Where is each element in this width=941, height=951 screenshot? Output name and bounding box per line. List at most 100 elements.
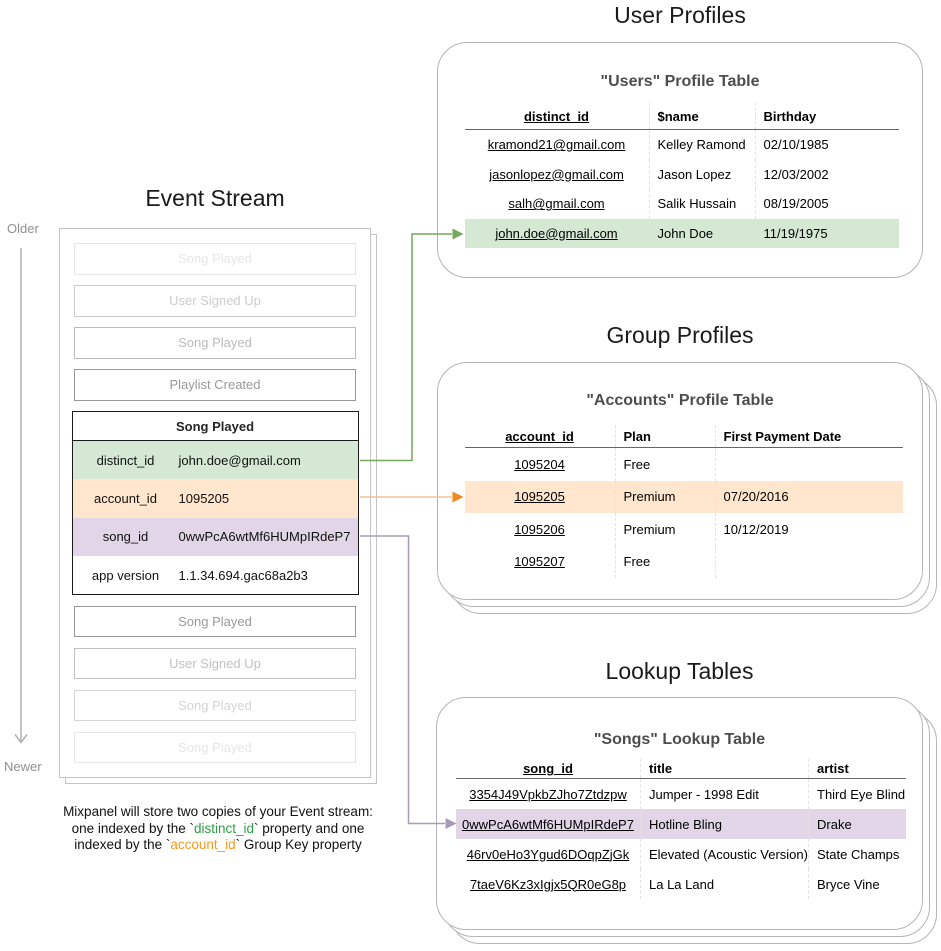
property-value: john.doe@gmail.com	[178, 452, 301, 468]
card-title: "Accounts" Profile Table	[586, 392, 774, 409]
table-cell: Salik Hussain	[648, 189, 755, 219]
table-cell: Drake	[808, 809, 906, 839]
table-cell: Third Eye Blind	[808, 779, 906, 809]
table-cell: 1095207	[514, 554, 565, 570]
timeline-arrowhead-icon	[14, 734, 28, 744]
event-box: Playlist Created	[74, 369, 356, 401]
property-key: app version	[91, 567, 160, 583]
table-cell: Free	[614, 448, 715, 481]
table-row: jasonlopez@gmail.com Jason Lopez 12/03/2…	[465, 159, 899, 189]
property-key: account_id	[94, 490, 157, 506]
column-header: distinct_id	[523, 108, 589, 124]
table-row-highlighted: 1095205 Premium 07/20/2016	[464, 480, 903, 513]
event-stream-container: Song Played User Signed Up Song Played P…	[59, 228, 371, 778]
event-name: Song Played	[72, 412, 358, 441]
table-cell: Bryce Vine	[808, 869, 906, 899]
table-cell	[714, 545, 903, 578]
older-label: Older	[7, 221, 39, 236]
table-cell: Elevated (Acoustic Version)	[640, 839, 808, 869]
table-cell: 46rv0eHo3Ygud6DOqpZjGk	[466, 846, 630, 862]
column-header: Plan	[614, 425, 715, 447]
column-header: Birthday	[754, 103, 899, 129]
table-cell: jasonlopez@gmail.com	[489, 166, 624, 182]
section-title-event-stream: Event Stream	[145, 185, 285, 211]
table-cell: Jumper - 1998 Edit	[640, 779, 808, 809]
users-profile-card: "Users" Profile Table distinct_id $name …	[437, 42, 923, 278]
table-row-highlighted: john.doe@gmail.com John Doe 11/19/1975	[464, 218, 899, 248]
footnote: Mixpanel will store two copies of your E…	[36, 804, 400, 854]
table-cell: 1095206	[514, 521, 565, 537]
table-cell: La La Land	[640, 869, 808, 899]
property-key: song_id	[102, 529, 149, 545]
songs-table: song_id title artist 3354J49VpkbZJho7Ztd…	[456, 759, 906, 899]
column-header: artist	[808, 759, 906, 778]
table-row: 1095206 Premium 10/12/2019	[465, 513, 903, 546]
event-box: Song Played	[74, 327, 356, 359]
event-box: Song Played	[74, 605, 356, 638]
section-title-lookup-tables: Lookup Tables	[605, 658, 754, 684]
property-value: 0wwPcA6wtMf6HUMpIRdeP7	[178, 529, 351, 545]
table-row: 7taeV6Kz3xIgjx5QR0eG8p La La Land Bryce …	[456, 869, 906, 899]
table-header-row: distinct_id $name Birthday	[464, 103, 899, 130]
table-cell: 07/20/2016	[714, 480, 903, 513]
event-box: User Signed Up	[74, 647, 356, 680]
event-box: Song Played	[74, 731, 356, 764]
table-row: 46rv0eHo3Ygud6DOqpZjGk Elevated (Acousti…	[456, 839, 906, 869]
table-cell	[714, 448, 903, 481]
expanded-event-card: Song Played distinct_id john.doe@gmail.c…	[71, 411, 359, 596]
table-row: 1095204 Free	[465, 448, 903, 481]
table-cell: 1095204	[514, 456, 565, 472]
songs-lookup-card: "Songs" Lookup Table song_id title artis…	[436, 697, 923, 930]
table-cell: 0wwPcA6wtMf6HUMpIRdeP7	[462, 816, 634, 832]
table-cell: 08/19/2005	[754, 189, 899, 219]
table-cell: Kelley Ramond	[648, 130, 755, 160]
newer-label: Newer	[4, 759, 42, 774]
event-property-row: song_id 0wwPcA6wtMf6HUMpIRdeP7	[72, 517, 358, 556]
event-property-row: account_id 1095205	[72, 479, 358, 518]
table-cell: Premium	[614, 480, 715, 513]
footnote-line: Mixpanel will store two copies of your E…	[63, 804, 373, 819]
table-cell: 3354J49VpkbZJho7Ztdzpw	[469, 786, 627, 802]
column-header: song_id	[523, 761, 573, 776]
table-cell: john.doe@gmail.com	[495, 225, 618, 241]
event-box: User Signed Up	[74, 285, 356, 317]
footnote-line: one indexed by the `distinct_id` propert…	[71, 820, 365, 836]
event-property-row: distinct_id john.doe@gmail.com	[72, 441, 358, 480]
table-row-highlighted: 0wwPcA6wtMf6HUMpIRdeP7 Hotline Bling Dra…	[456, 809, 906, 839]
section-title-user-profiles: User Profiles	[614, 2, 746, 28]
table-cell: 02/10/1985	[754, 130, 899, 160]
table-header-row: song_id title artist	[456, 759, 906, 779]
card-title: "Users" Profile Table	[600, 73, 760, 90]
account-id-keyword: account_id	[170, 837, 236, 852]
column-header: First Payment Date	[714, 425, 903, 447]
table-cell: salh@gmail.com	[508, 196, 605, 212]
table-cell: State Champs	[808, 839, 906, 869]
property-value: 1.1.34.694.gac68a2b3	[178, 567, 308, 583]
section-title-group-profiles: Group Profiles	[606, 322, 754, 348]
table-cell: Jason Lopez	[648, 159, 755, 189]
card-title: "Songs" Lookup Table	[593, 731, 766, 748]
table-row: kramond21@gmail.com Kelley Ramond 02/10/…	[465, 130, 899, 160]
table-cell: John Doe	[648, 218, 755, 248]
table-cell: 10/12/2019	[714, 513, 903, 546]
table-cell: Hotline Bling	[640, 809, 808, 839]
table-cell: 11/19/1975	[754, 218, 899, 248]
table-row: salh@gmail.com Salik Hussain 08/19/2005	[465, 189, 899, 219]
event-box: Song Played	[74, 689, 356, 722]
users-table: distinct_id $name Birthday kramond21@gma…	[464, 103, 899, 248]
table-cell: 7taeV6Kz3xIgjx5QR0eG8p	[469, 876, 627, 892]
event-box: Song Played	[74, 243, 356, 275]
table-cell: kramond21@gmail.com	[487, 137, 626, 153]
accounts-table: account_id Plan First Payment Date 10952…	[464, 425, 903, 578]
table-row: 3354J49VpkbZJho7Ztdzpw Jumper - 1998 Edi…	[456, 779, 906, 809]
footnote-line: indexed by the `account_id` Group Key pr…	[74, 837, 362, 852]
table-cell: Premium	[614, 513, 715, 546]
table-cell: 1095205	[514, 489, 565, 505]
column-header: account_id	[505, 428, 574, 444]
property-value: 1095205	[178, 490, 230, 506]
column-header: title	[640, 759, 808, 778]
column-header: $name	[648, 103, 755, 129]
event-property-row: app version 1.1.34.694.gac68a2b3	[73, 556, 358, 594]
table-cell: 12/03/2002	[754, 159, 899, 189]
table-row: 1095207 Free	[465, 545, 903, 578]
